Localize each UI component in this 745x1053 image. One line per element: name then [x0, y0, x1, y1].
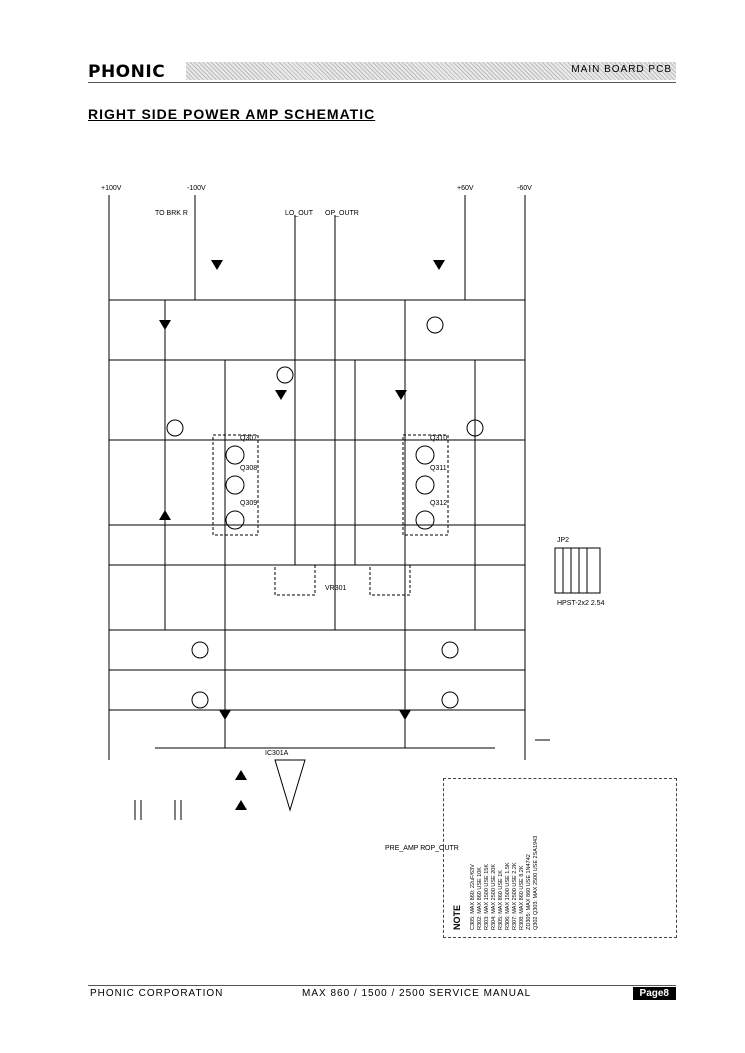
note-line: R303: MAX 1500 USE 15K — [484, 863, 490, 930]
component-label: Q309 — [240, 500, 257, 507]
port-label: TO BRK R — [155, 210, 188, 217]
port-label: LO_OUT — [285, 210, 314, 217]
port-label: OP_OUTR — [425, 845, 459, 852]
page-header: PHONIC MAIN BOARD PCB — [88, 60, 676, 84]
note-line: C305: MAX 860: 22uF/63V — [470, 864, 476, 930]
header-bar: MAIN BOARD PCB — [186, 62, 676, 80]
component-label: Q307 — [240, 435, 257, 442]
connector-label: JP2 — [557, 537, 569, 544]
section-label: MAIN BOARD PCB — [571, 64, 672, 75]
note-line: Q302 Q303: MAX 2500 USE 2SA1943 — [533, 835, 539, 930]
component-label: Q311 — [430, 465, 447, 472]
footer-divider — [88, 985, 676, 986]
brand-logo: PHONIC — [88, 62, 166, 82]
page-title: RIGHT SIDE POWER AMP SCHEMATIC — [88, 106, 376, 122]
rail-label: +60V — [457, 185, 474, 192]
rail-label: +100V — [101, 185, 122, 192]
rail-label: -60V — [517, 185, 532, 192]
note-line: R304: MAX 2500 USE 20K — [491, 863, 497, 930]
note-list: C305: MAX 860: 22uF/63V R302: MAX 860 US… — [470, 780, 540, 930]
component-label: Q312 — [430, 500, 447, 507]
note-line: R307: MAX 2500 USE 2.2K — [512, 862, 518, 930]
page-number: Page8 — [632, 987, 676, 1000]
component-label: VR301 — [325, 585, 347, 592]
note-title: NOTE — [452, 904, 462, 930]
component-label: Q310 — [430, 435, 447, 442]
component-label: IC301A — [265, 750, 289, 757]
note-line: ZD305: MAX 860 USE 1N4742 — [526, 854, 532, 930]
company-name: PHONIC CORPORATION — [90, 988, 224, 999]
manual-title: MAX 860 / 1500 / 2500 SERVICE MANUAL — [302, 988, 532, 999]
note-line: R305: MAX 860 USE 1K — [498, 870, 504, 930]
component-label: Q308 — [240, 465, 257, 472]
note-line: R308: MAX 860 USE 8.2K — [519, 865, 525, 930]
note-line: R302: MAX 860 USE 10K — [477, 867, 483, 930]
note-box — [443, 778, 677, 938]
connector-part: HPST-2x2 2.54 — [557, 600, 605, 607]
rail-label: -100V — [187, 185, 206, 192]
note-line: R306: MAX 1500 USE 1.5K — [505, 862, 511, 930]
page-footer: PHONIC CORPORATION MAX 860 / 1500 / 2500… — [88, 985, 676, 1003]
header-divider — [88, 82, 676, 83]
port-label: OP_OUTR — [325, 210, 359, 217]
schematic-diagram: +100V -100V +60V -60V TO BRK R LO_OUT OP… — [101, 185, 605, 852]
port-label: PRE_AMP R — [385, 845, 425, 852]
